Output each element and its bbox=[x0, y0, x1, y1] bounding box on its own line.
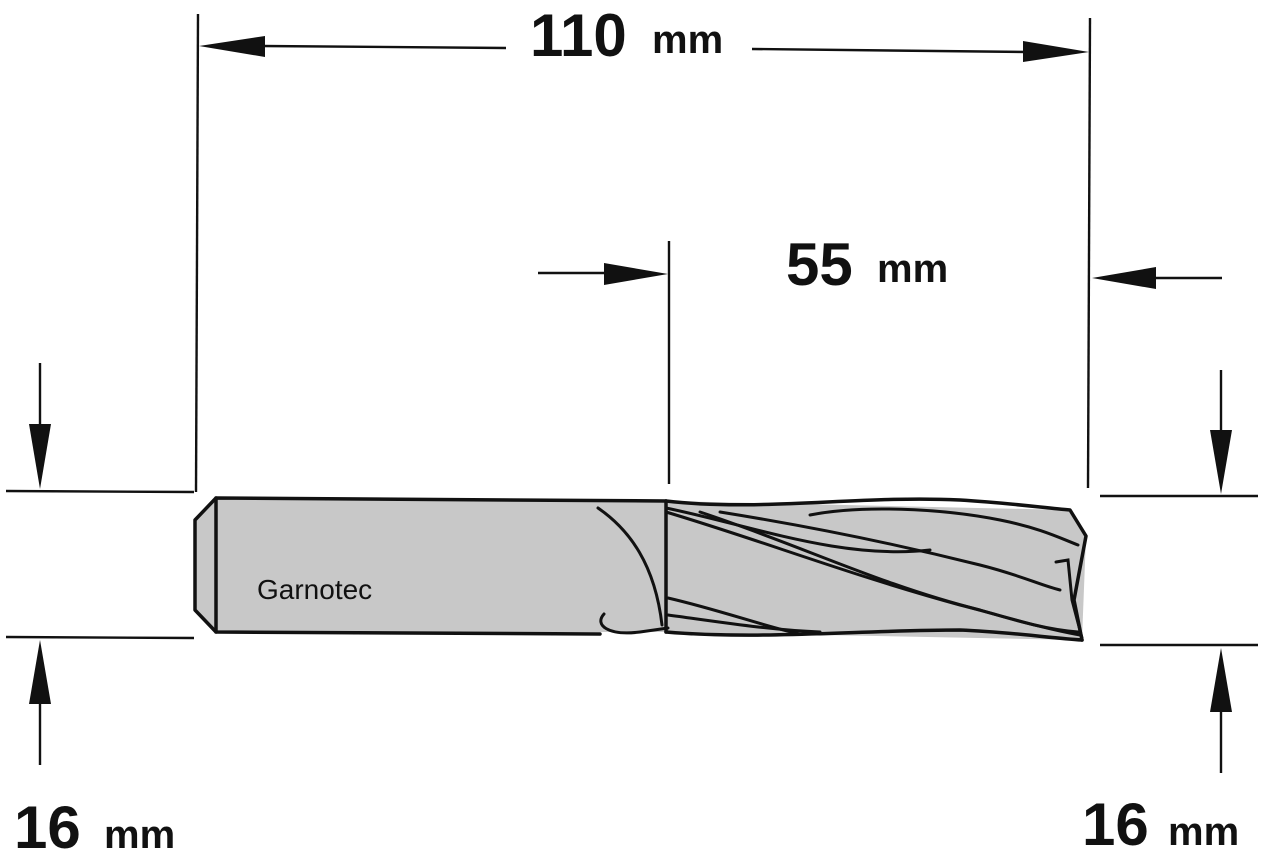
cutting-length-right-arrowhead bbox=[1092, 267, 1156, 289]
cutting-diameter-top-arrowhead bbox=[1210, 430, 1232, 494]
overall-length-left-extension-line bbox=[194, 13, 200, 493]
flute-entry-curve bbox=[596, 506, 664, 627]
spiral-flute-6 bbox=[808, 507, 1080, 547]
overall-length-left-arrowhead bbox=[199, 36, 265, 57]
overall-length-dimension-line-left bbox=[261, 44, 507, 50]
brand-label: Garnotec bbox=[257, 574, 372, 605]
shank-diameter-top-arrowhead bbox=[29, 424, 51, 489]
shank-diameter-top-extension-line bbox=[5, 489, 195, 494]
overall-length-right-extension-line bbox=[1086, 17, 1092, 489]
cutting-length-left-arrowhead bbox=[604, 263, 668, 285]
overall-length-value: 110 bbox=[530, 2, 627, 69]
cutting-body-fill bbox=[666, 501, 1086, 640]
cutting-body-top-outline bbox=[664, 497, 1088, 642]
router-bit: Garnotec bbox=[193, 496, 1088, 642]
cutting-body-bottom-outline bbox=[664, 628, 1084, 642]
spiral-flute-7 bbox=[718, 510, 1062, 592]
cutting-diameter-value: 16 bbox=[1082, 791, 1149, 858]
spiral-flute-1 bbox=[664, 506, 932, 554]
spiral-flute-5 bbox=[666, 613, 822, 634]
overall-length-right-arrowhead bbox=[1023, 41, 1089, 62]
cutting-diameter-bottom-arrowhead bbox=[1210, 648, 1232, 712]
cutting-length-unit: mm bbox=[877, 247, 948, 291]
overall-length-dimension-line-right bbox=[751, 47, 1029, 54]
spiral-flute-3 bbox=[698, 510, 1080, 634]
shank-diameter-value: 16 bbox=[14, 794, 81, 858]
shank-diameter-dimension: 16 mm bbox=[5, 363, 195, 858]
cutting-diameter-dimension: 16 mm bbox=[1082, 370, 1258, 858]
shank-outline bbox=[193, 496, 668, 636]
shank-diameter-unit: mm bbox=[104, 813, 175, 857]
overall-length-unit: mm bbox=[652, 18, 723, 62]
cutting-length-dimension: 55 mm bbox=[538, 231, 1222, 484]
shank-fill bbox=[195, 498, 666, 632]
tip-cutting-edge bbox=[1054, 558, 1084, 640]
cutting-diameter-unit: mm bbox=[1168, 810, 1239, 854]
flute-run-out bbox=[599, 612, 670, 635]
shank-diameter-bottom-extension-line bbox=[5, 635, 195, 640]
overall-length-dimension: 110 mm bbox=[194, 2, 1092, 493]
cutting-length-value: 55 bbox=[786, 231, 853, 298]
shank-diameter-bottom-arrowhead bbox=[29, 640, 51, 704]
